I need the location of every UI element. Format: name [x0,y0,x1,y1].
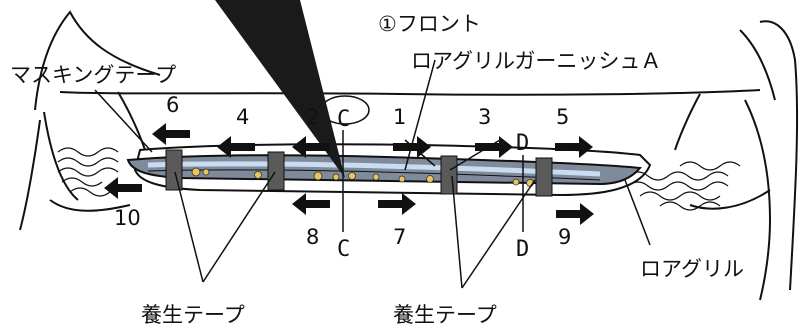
step-number-8: 8 [306,225,319,249]
tape-piece [440,155,458,195]
step-number-9: 9 [558,225,571,249]
label-protective-tape-right: 養生テープ [393,303,497,327]
protective-tape-pieces [165,149,553,197]
label-front-garnish-line1: ①フロント [378,12,481,36]
tape-piece [267,151,285,191]
step-number-6: 6 [166,93,179,117]
arrow-left-10 [104,177,142,199]
arrow-right-7 [378,193,416,215]
label-protective-tape-left: 養生テープ [141,303,245,327]
bumper-opening [133,143,652,197]
step-number-5: 5 [556,105,569,129]
trim-tool-wedge [215,0,345,178]
step-number-3: 3 [478,105,491,129]
lower-grille-mesh [57,147,741,211]
tape-piece [535,157,553,197]
arrow-left-6 [152,123,190,145]
arrow-left-4 [217,136,255,158]
step-number-1: 1 [393,105,406,129]
step-number-2: 2 [306,105,319,129]
section-mark-c-top: C [337,107,350,132]
step-number-7: 7 [393,225,406,249]
step-number-4: 4 [236,105,249,129]
arrow-right-5 [555,136,593,158]
label-lower-grille: ロアグリル [640,257,744,281]
leader-lines [94,59,651,289]
arrow-left-8 [292,193,330,215]
label-masking-tape: マスキングテープ [10,63,176,87]
step-number-10: 10 [114,206,141,230]
arrow-left-2 [292,136,330,158]
arrow-right-3 [475,136,513,158]
section-mark-d-bottom: D [516,237,529,262]
section-mark-d-top: D [516,131,529,156]
clips [191,167,534,187]
section-mark-c-bottom: C [337,237,350,262]
label-front-garnish-line2: ロアグリルガーニッシュＡ [411,49,661,73]
arrow-right-9 [556,203,594,225]
tape-piece [165,149,183,191]
